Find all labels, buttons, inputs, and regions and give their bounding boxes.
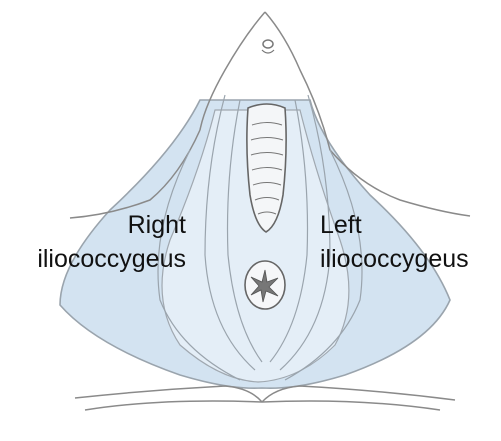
anal-opening-icon	[245, 261, 285, 309]
coccyx-outline	[75, 386, 455, 410]
label-right-line1: Right	[6, 208, 186, 242]
label-left-line1: Left	[320, 208, 500, 242]
label-right-line2: iliococcygeus	[6, 242, 186, 276]
urethral-opening-icon	[262, 40, 274, 53]
label-left-line2: iliococcygeus	[320, 242, 500, 276]
label-left-iliococcygeus: Left iliococcygeus	[320, 208, 500, 276]
label-right-iliococcygeus: Right iliococcygeus	[6, 208, 186, 276]
